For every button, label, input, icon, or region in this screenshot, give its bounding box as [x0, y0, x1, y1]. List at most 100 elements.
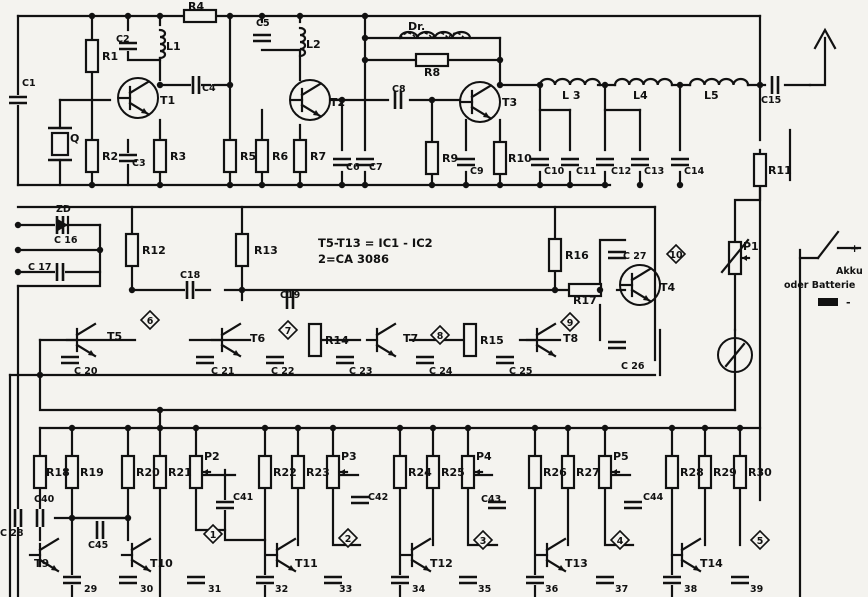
c31-capacitor: [187, 575, 205, 585]
junction-dot: [756, 81, 764, 89]
t10-transistor: [120, 537, 152, 573]
c22-capacitor: [266, 355, 284, 365]
c7-capacitor: [356, 157, 374, 167]
junction-dot: [636, 181, 644, 189]
c27-label: C 27: [623, 251, 647, 262]
c36-label: 36: [545, 584, 559, 595]
t3-transistor: [459, 81, 501, 123]
junction-dot: [14, 268, 22, 276]
c3-capacitor: [119, 153, 137, 163]
junction-dot: [429, 424, 437, 432]
r22-label: R22: [273, 466, 297, 479]
junction-dot: [14, 246, 22, 254]
t4-label: T4: [660, 281, 676, 294]
c24-label: C 24: [429, 366, 453, 377]
marker-label: 7: [285, 326, 292, 337]
r7-resistor: [292, 138, 308, 174]
c15-label: C15: [761, 95, 781, 106]
c13-capacitor: [631, 157, 649, 167]
marker-9: [559, 311, 581, 333]
c28-label: C 28: [0, 528, 24, 539]
marker-label: 1: [210, 530, 217, 541]
t11-transistor: [265, 537, 297, 573]
l3-inductor: [538, 77, 602, 87]
r1-label: R1: [102, 50, 118, 63]
c25-label: C 25: [509, 366, 533, 377]
junction-dot: [496, 81, 504, 89]
junction-dot: [88, 181, 96, 189]
r16-label: R16: [565, 249, 589, 262]
c34-label: 34: [412, 584, 426, 595]
c14-label: C14: [684, 166, 705, 177]
p4-label: P4: [476, 450, 492, 463]
r6-label: R6: [272, 150, 288, 163]
c24-capacitor: [416, 355, 434, 365]
r30-resistor: [732, 454, 748, 490]
junction-dot: [536, 81, 544, 89]
r13-resistor: [234, 232, 250, 268]
r2-resistor: [84, 138, 100, 174]
p1-potentiometer: [727, 240, 751, 276]
t9-label: T9: [34, 557, 49, 570]
junction-dot: [238, 286, 246, 294]
marker-label: 6: [147, 316, 154, 327]
l5-inductor: [688, 77, 750, 87]
junction-dot: [736, 424, 744, 432]
t1-transistor: [117, 77, 159, 119]
c18-label: C18: [180, 270, 201, 281]
junction-dot: [668, 424, 676, 432]
junction-dot: [536, 181, 544, 189]
r19-label: R19: [80, 466, 104, 479]
r1-resistor: [84, 38, 100, 74]
c4-capacitor: [191, 76, 201, 94]
junction-dot: [361, 56, 369, 64]
p1-adjust-arrow: [720, 238, 750, 274]
c43-label: C43: [481, 494, 501, 505]
junction-dot: [551, 286, 559, 294]
t14-label: T14: [700, 557, 723, 570]
c37-label: 37: [615, 584, 628, 595]
c32-capacitor: [256, 575, 274, 585]
r9-resistor: [424, 140, 440, 176]
dr-inductor: [398, 30, 472, 40]
marker-4: [609, 529, 631, 551]
r5-resistor: [222, 138, 238, 174]
c45-label: C45: [88, 540, 108, 551]
r23-label: R23: [306, 466, 330, 479]
t2-label: T2: [330, 96, 345, 109]
c4-label: C4: [202, 83, 216, 94]
r15-label: R15: [480, 334, 504, 347]
c40-capacitor: [35, 509, 45, 527]
junction-dot: [128, 286, 136, 294]
c5-label: C5: [256, 18, 270, 29]
c8-capacitor: [393, 91, 403, 109]
t13-label: T13: [565, 557, 588, 570]
crystal-q: [48, 126, 72, 162]
r4-resistor: [182, 8, 218, 24]
junction-dot: [462, 181, 470, 189]
junction-dot: [156, 81, 164, 89]
junction-dot: [496, 181, 504, 189]
junction-dot: [531, 424, 539, 432]
zener-label: ZD: [56, 204, 71, 215]
r15-resistor: [462, 322, 478, 358]
c23-label: C 23: [349, 366, 373, 377]
c32-label: 32: [275, 584, 288, 595]
c15-capacitor: [770, 76, 780, 94]
marker-1: [202, 523, 224, 545]
c45-capacitor: [95, 521, 105, 539]
dr-label: Dr.: [408, 20, 425, 33]
r10-resistor: [492, 140, 508, 176]
c18-capacitor: [185, 281, 195, 299]
c35-label: 35: [478, 584, 491, 595]
r19-resistor: [64, 454, 80, 490]
r11-resistor: [752, 152, 768, 188]
junction-dot: [261, 424, 269, 432]
junction-dot: [296, 12, 304, 20]
meter-gauge-icon: [717, 337, 753, 373]
marker-label: 9: [567, 318, 574, 329]
r7-label: R7: [310, 150, 326, 163]
r12-label: R12: [142, 244, 166, 257]
marker-8: [429, 324, 451, 346]
c9-capacitor: [457, 157, 475, 167]
